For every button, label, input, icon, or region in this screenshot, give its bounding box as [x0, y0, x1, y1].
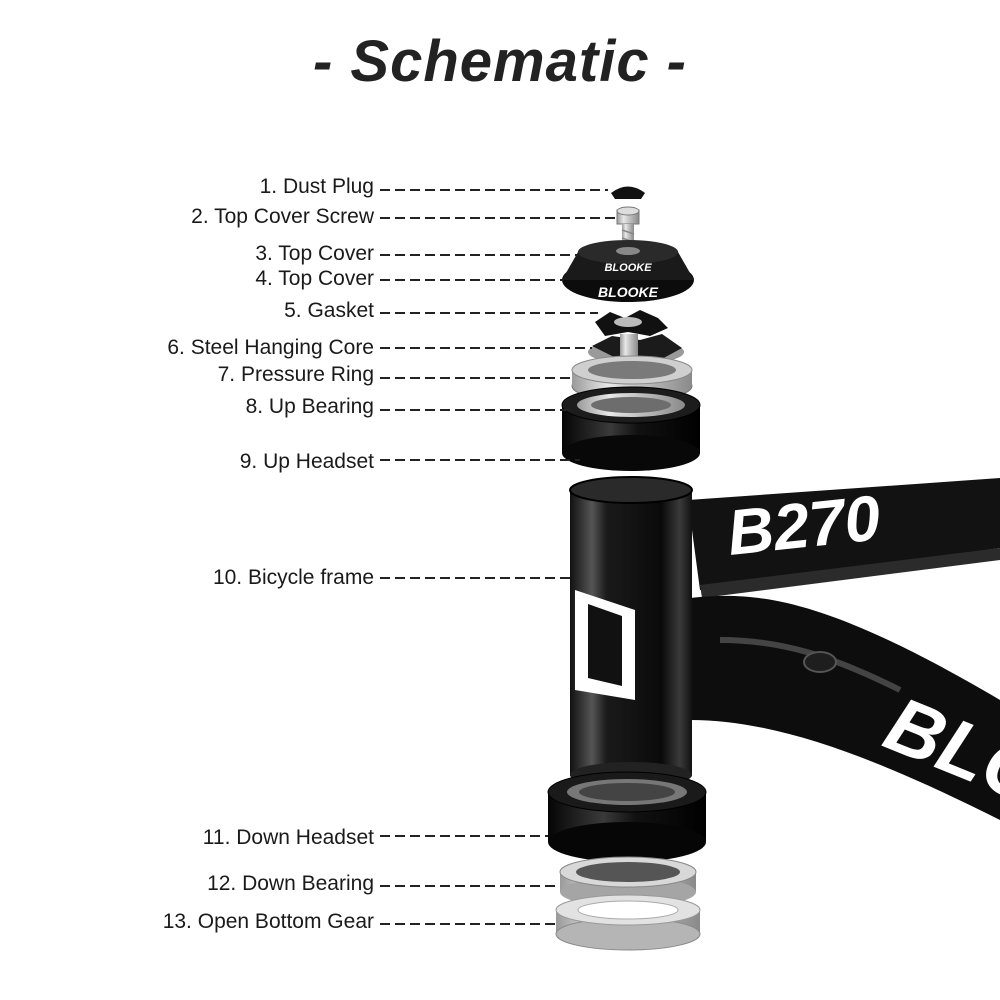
open-bottom-gear-part [555, 894, 701, 951]
gasket-part [595, 310, 668, 336]
part-label-top-cover-4: 4. Top Cover [255, 267, 374, 290]
up-headset-part [561, 386, 701, 471]
part-label-up-bearing: 8. Up Bearing [245, 395, 374, 418]
part-label-steel-hanging-core: 6. Steel Hanging Core [167, 336, 374, 359]
bicycle-frame: B270 BLOOKE [688, 478, 1000, 886]
down-bearing-part [559, 856, 697, 907]
top-cover-part: BLOOKE BLOOKE [562, 240, 694, 302]
part-label-open-bottom-gear: 13. Open Bottom Gear [162, 910, 374, 933]
frame-decal: B270 [724, 481, 884, 569]
down-headset-part [547, 771, 707, 862]
part-label-gasket: 5. Gasket [284, 299, 374, 322]
head-tube [569, 476, 693, 788]
part-label-dust-plug: 1. Dust Plug [259, 175, 374, 198]
top-cover-brand-small: BLOOKE [604, 262, 652, 274]
dust-plug-part [611, 186, 645, 199]
part-label-up-headset: 9. Up Headset [239, 450, 374, 473]
schematic-title: - Schematic - [313, 29, 687, 94]
top-cover-brand: BLOOKE [598, 284, 659, 300]
part-label-bicycle-frame: 10. Bicycle frame [212, 566, 374, 589]
part-label-down-bearing: 12. Down Bearing [207, 872, 374, 895]
part-label-pressure-ring: 7. Pressure Ring [217, 363, 374, 386]
leader-lines [380, 189, 617, 925]
part-label-down-headset: 11. Down Headset [202, 826, 374, 849]
part-label-top-cover-3: 3. Top Cover [255, 242, 374, 265]
part-label-top-cover-screw: 2. Top Cover Screw [191, 205, 374, 228]
